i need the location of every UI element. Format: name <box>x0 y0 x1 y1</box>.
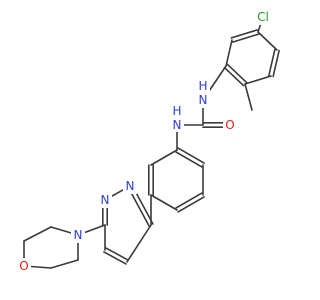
bond-b4-b5 <box>150 194 178 211</box>
bond-c3-c4 <box>257 31 278 51</box>
bond-c2-c3-b <box>230 29 259 39</box>
atom-n-morpholine-label: N <box>74 228 83 242</box>
atom-labels-layer: Cl H N O H N N N N O <box>17 9 273 274</box>
bond-c2-c3-a <box>231 33 260 43</box>
bond-b3-b4-b <box>177 196 205 213</box>
bond-b3-b4-a <box>175 192 203 209</box>
bond-c1-c2 <box>225 39 233 67</box>
atom-cl-label: Cl <box>257 10 269 24</box>
bond-b1-b2-a <box>175 151 203 168</box>
atom-n-pyridazine-1-label: N <box>126 179 135 193</box>
atom-n-urea-bottom-h: H <box>172 104 181 118</box>
bond-b1-b2-b <box>177 147 205 164</box>
atom-o-morpholine: O <box>17 258 31 274</box>
atom-o-urea: O <box>223 117 237 133</box>
atom-cl: Cl <box>253 9 273 25</box>
molecule-structure: Cl H N O H N N N N O <box>0 0 300 300</box>
atom-n-urea-bottom-label: N <box>173 118 182 132</box>
bond-c6-me <box>244 83 253 111</box>
atom-n-urea-top-label: N <box>199 93 208 107</box>
atom-n-pyridazine-2-label: N <box>101 193 110 207</box>
atom-n-morpholine: N <box>71 227 85 243</box>
atom-n-urea-top-h: H <box>198 79 207 93</box>
bond-p5-p6-b <box>105 247 129 261</box>
bond-c6-c1-a <box>226 63 248 84</box>
atom-n-urea-top: H N <box>196 79 210 108</box>
bond-b6-b1 <box>150 149 178 166</box>
atom-o-urea-label: O <box>225 118 234 132</box>
bond-c4-c5-a <box>268 48 276 77</box>
bond-c5-c6 <box>244 75 272 85</box>
bond-m3-m4 <box>23 226 52 242</box>
bond-c6-c1-b <box>223 66 245 87</box>
canvas-background <box>0 0 300 300</box>
atom-n-pyridazine-2: N <box>98 192 112 208</box>
atom-n-pyridazine-1: N <box>123 178 137 194</box>
bond-p5-p6-a <box>103 251 127 265</box>
bond-p6-p1 <box>126 224 152 263</box>
atom-n-urea-bottom: H N <box>170 104 184 132</box>
atom-o-morpholine-label: O <box>19 259 28 273</box>
bond-c4-c5-b <box>272 49 280 78</box>
bond-m1-m2 <box>50 259 79 269</box>
